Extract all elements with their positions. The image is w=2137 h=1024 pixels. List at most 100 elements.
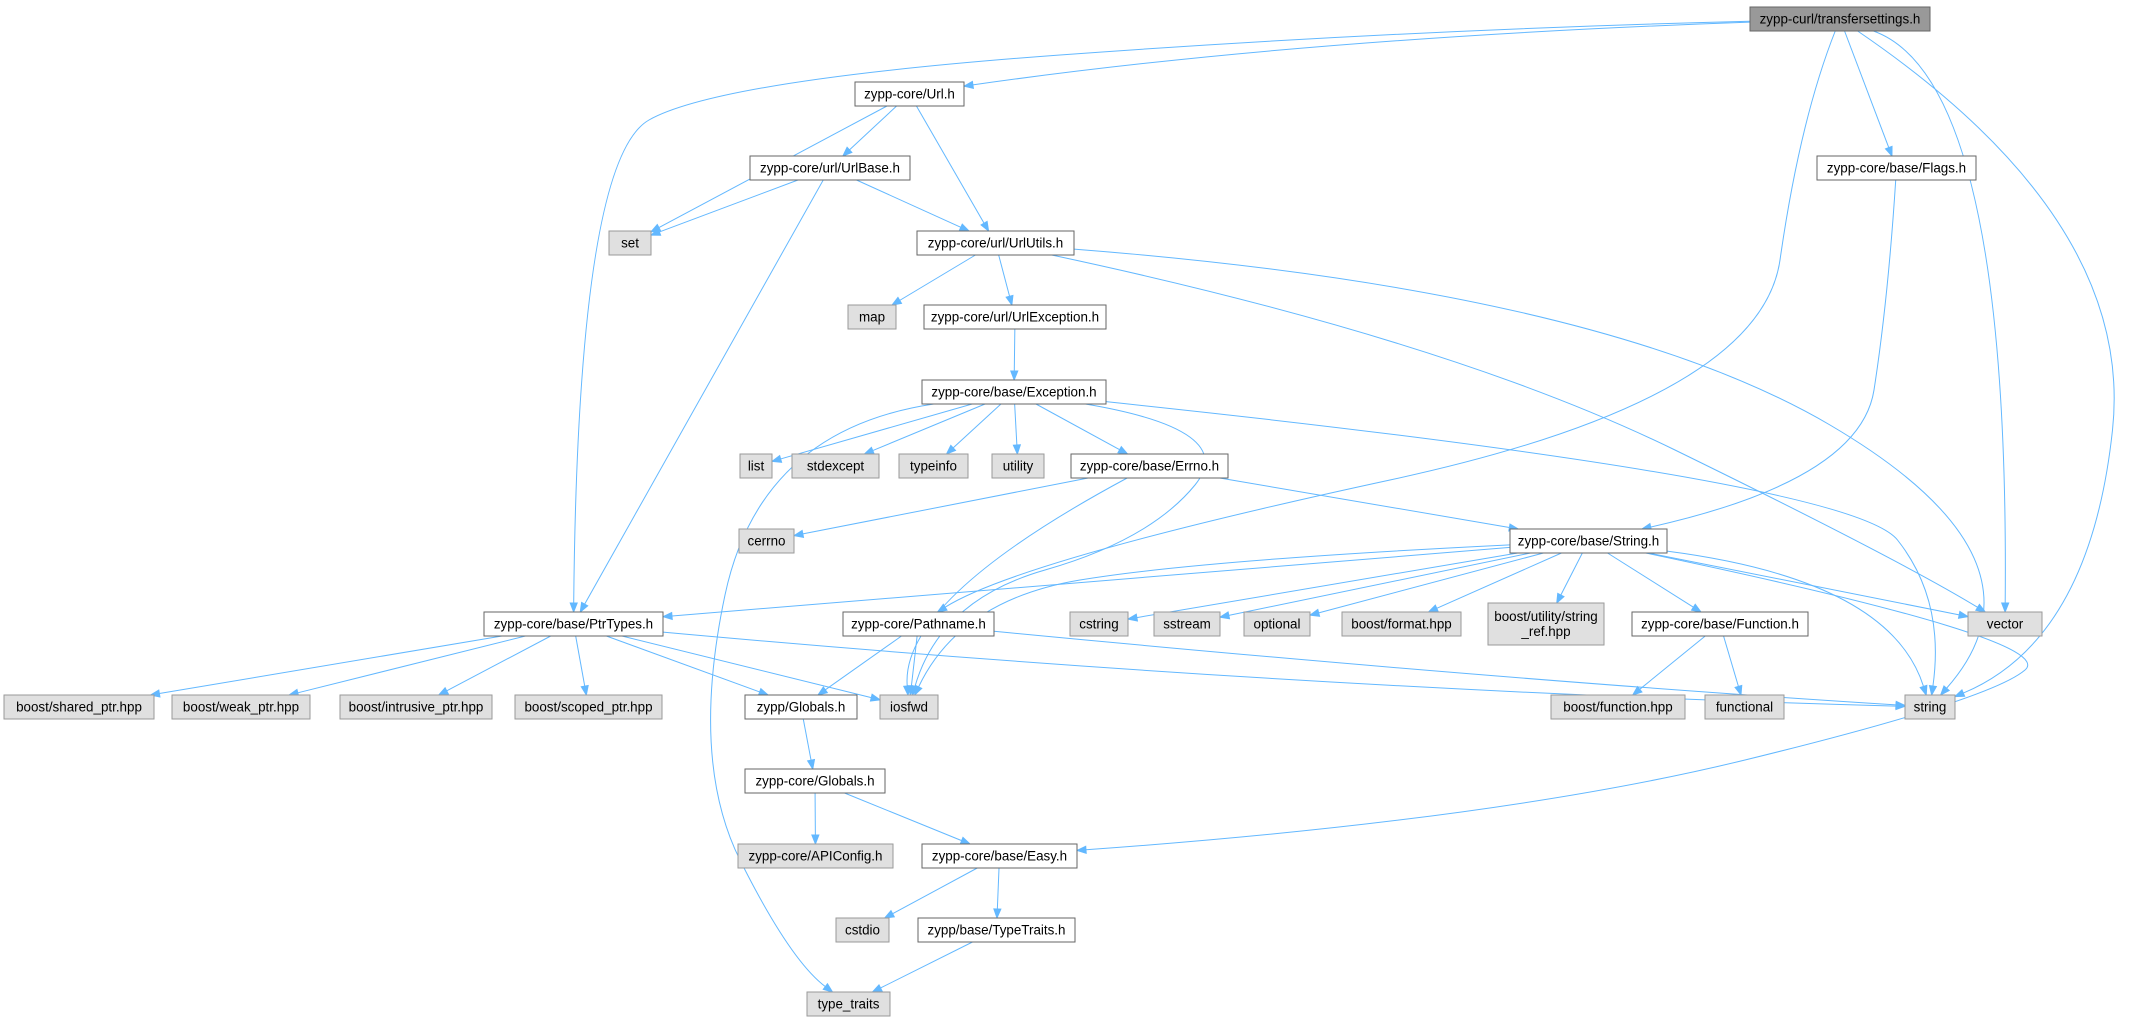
nodes-layer: zypp-curl/transfersettings.h zypp-core/Ur…	[3, 6, 2043, 1017]
edge-line	[446, 635, 551, 692]
edge-arrowhead	[1939, 685, 1951, 697]
edge-string_h-to-easy	[1075, 552, 2029, 854]
edge-urlexception-to-exception	[1010, 328, 1019, 382]
edge-urlutils-to-map	[890, 254, 976, 306]
edge-line	[671, 546, 1511, 617]
node-cstdio: cstdio	[835, 917, 890, 943]
edge-line	[849, 105, 897, 151]
edge-arrowhead	[661, 611, 673, 621]
edge-line	[1136, 552, 1518, 619]
node-label: zypp/Globals.h	[757, 700, 846, 715]
node-functional: functional	[1704, 694, 1785, 720]
node-urlutils[interactable]: zypp-core/url/UrlUtils.h	[916, 230, 1075, 256]
edge-string_h-to-function_h	[1607, 552, 1703, 613]
edge-url-to-urlutils	[915, 105, 990, 233]
node-pathname[interactable]: zypp-core/Pathname.h	[842, 611, 995, 637]
edge-line	[1219, 477, 1510, 528]
node-label: zypp-core/base/PtrTypes.h	[494, 617, 653, 632]
edge-arrowhead	[1218, 611, 1231, 620]
edge-url-to-urlbase	[841, 105, 897, 157]
edge-arrowhead	[1005, 294, 1014, 307]
node-sstream: sstream	[1153, 611, 1221, 637]
edge-arrowhead	[811, 834, 820, 846]
node-box	[1509, 528, 1668, 554]
node-label: functional	[1716, 700, 1773, 715]
node-box	[1243, 611, 1311, 637]
node-vector: vector	[1967, 611, 2043, 637]
edge-arrowhead	[907, 685, 916, 697]
node-label: cstring	[1079, 617, 1118, 632]
node-string_h[interactable]: zypp-core/base/String.h	[1509, 528, 1668, 554]
node-urlbase[interactable]: zypp-core/url/UrlBase.h	[749, 155, 911, 181]
node-label: iosfwd	[890, 700, 928, 715]
edge-line	[880, 941, 973, 989]
node-coreglobals[interactable]: zypp-core/Globals.h	[744, 768, 886, 794]
edge-arrowhead	[1953, 688, 1966, 698]
node-easy[interactable]: zypp-core/base/Easy.h	[921, 843, 1078, 869]
node-label: zypp-core/base/Function.h	[1641, 617, 1799, 632]
node-label: zypp/base/TypeTraits.h	[928, 923, 1066, 938]
edge-line	[1560, 552, 1583, 596]
node-box	[1904, 694, 1956, 720]
node-label: zypp-core/Pathname.h	[851, 617, 986, 632]
edge-string_h-to-ptrtypes	[661, 546, 1511, 621]
edge-arrowhead	[806, 758, 816, 771]
edge-exception-to-string	[1105, 401, 1938, 697]
node-label: zypp-core/url/UrlException.h	[931, 310, 1099, 325]
node-url[interactable]: zypp-core/Url.h	[854, 81, 965, 107]
node-exception[interactable]: zypp-core/base/Exception.h	[921, 379, 1107, 405]
node-label: optional	[1254, 617, 1301, 632]
edge-string_h-to-cstring	[1126, 552, 1518, 622]
node-ptrtypes[interactable]: zypp-core/base/PtrTypes.h	[483, 611, 664, 637]
node-label: zypp-core/APIConfig.h	[749, 849, 883, 864]
edge-exception-to-stdexcept	[863, 403, 986, 455]
node-label: vector	[1987, 617, 2024, 632]
edge-arrowhead	[1012, 444, 1022, 456]
node-label: zypp-core/Globals.h	[755, 774, 874, 789]
node-label: zypp-core/base/Flags.h	[1827, 161, 1966, 176]
node-box	[1631, 611, 1809, 637]
node-box	[339, 694, 493, 720]
edge-string_h-to-sstream	[1218, 552, 1531, 620]
node-box	[608, 230, 652, 256]
node-function_h[interactable]: zypp-core/base/Function.h	[1631, 611, 1809, 637]
node-cstring: cstring	[1069, 611, 1129, 637]
node-intrusiveptr: boost/intrusive_ptr.hpp	[339, 694, 493, 720]
node-box	[1153, 611, 1221, 637]
node-typetraits_h[interactable]: zypp/base/TypeTraits.h	[917, 917, 1076, 943]
edge-line	[1844, 30, 1890, 148]
edge-arrowhead	[1690, 603, 1703, 613]
node-urlexception[interactable]: zypp-core/url/UrlException.h	[923, 304, 1107, 330]
edge-line	[159, 635, 503, 695]
edge-line	[972, 21, 1751, 86]
node-errno[interactable]: zypp-core/base/Errno.h	[1070, 453, 1229, 479]
edge-arrowhead	[1974, 603, 1987, 613]
edge-line	[1666, 550, 1924, 687]
node-cerrno: cerrno	[738, 528, 795, 554]
node-flags[interactable]: zypp-core/base/Flags.h	[1816, 155, 1977, 181]
node-box	[791, 453, 880, 479]
node-zyppglobals[interactable]: zypp/Globals.h	[744, 694, 858, 720]
node-stdexcept: stdexcept	[791, 453, 880, 479]
node-root[interactable]: zypp-curl/transfersettings.h	[1749, 6, 1931, 32]
node-label: boost/shared_ptr.hpp	[16, 700, 142, 715]
edge-exception-to-iosfwd	[911, 403, 1206, 697]
edge-arrowhead	[1957, 610, 1970, 619]
edge-coreglobals-to-easy	[844, 792, 972, 845]
node-box	[1816, 155, 1977, 181]
edge-root-to-ptrtypes	[569, 20, 1751, 614]
edge-root-to-url	[962, 21, 1751, 90]
edge-line	[575, 635, 586, 687]
edge-easy-to-cstdio	[883, 867, 978, 919]
edge-urlbase-to-urlutils	[856, 179, 971, 232]
edge-arrowhead	[890, 296, 903, 306]
edge-arrowhead	[914, 684, 923, 697]
node-label: zypp-curl/transfersettings.h	[1760, 12, 1921, 27]
edge-arrowhead	[569, 602, 578, 614]
edge-line	[944, 30, 1836, 608]
edge-ptrtypes-to-sharedptr	[149, 635, 503, 698]
edge-line	[914, 403, 1206, 687]
edge-ptrtypes-to-scopedptr	[575, 635, 589, 697]
node-box	[1487, 602, 1605, 646]
node-map: map	[847, 304, 897, 330]
